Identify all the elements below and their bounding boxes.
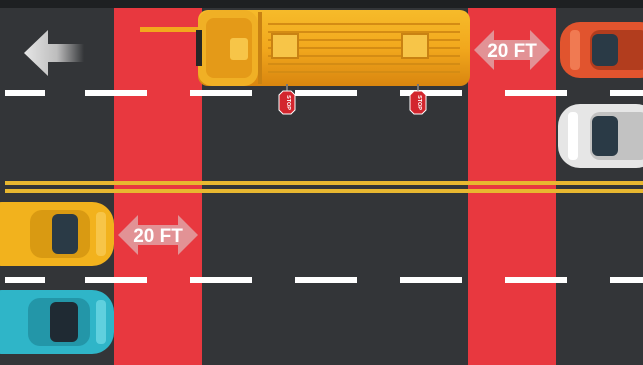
car-orange <box>560 22 643 78</box>
lane-line-lower <box>5 277 643 283</box>
lane-line-upper <box>5 90 643 96</box>
road-top-edge <box>0 0 643 8</box>
distance-label-top: 20 FT <box>487 41 537 62</box>
stop-sign-label: STOP <box>285 95 291 110</box>
car-yellow <box>0 202 114 266</box>
danger-zone-left <box>114 8 202 365</box>
stop-sign-label: STOP <box>416 95 422 110</box>
distance-label-bottom: 20 FT <box>133 226 183 247</box>
car-teal <box>0 290 114 354</box>
car-white <box>558 104 643 168</box>
